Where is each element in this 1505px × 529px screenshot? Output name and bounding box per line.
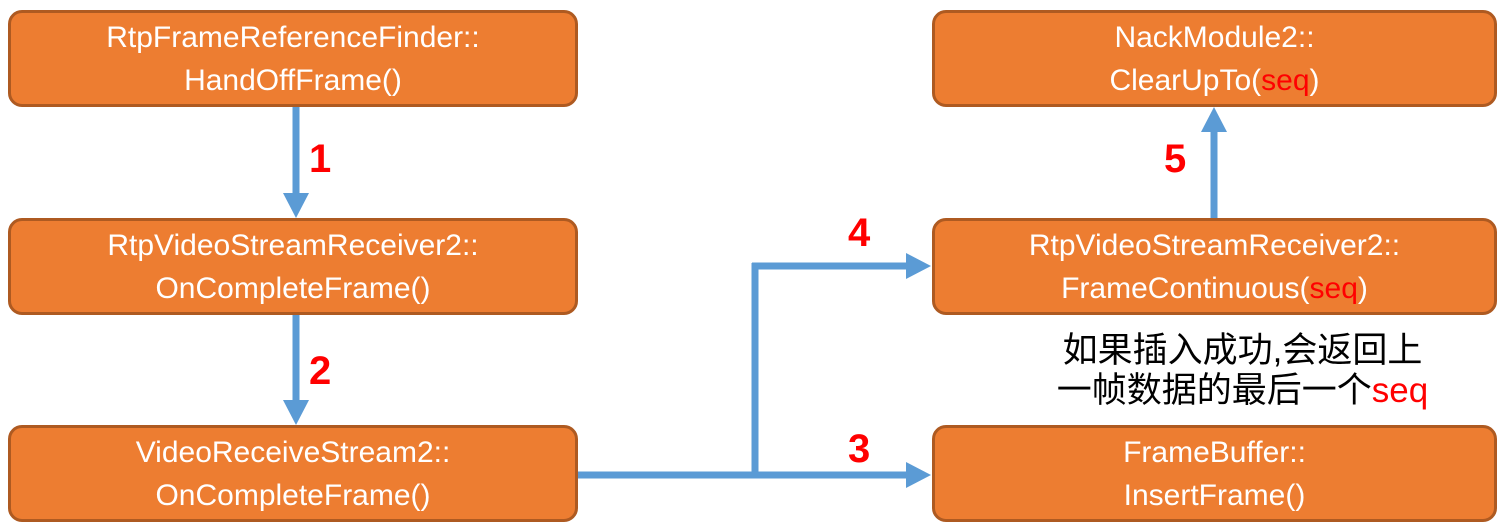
box-line2: ClearUpTo(seq) [1109,63,1320,97]
box-videoreceivestream2-oncompleteframe: VideoReceiveStream2:: OnCompleteFrame() [8,425,578,522]
note-line2: 一帧数据的最后一个seq [1056,371,1429,410]
box-line2: OnCompleteFrame() [155,478,431,512]
arrow-1 [283,107,309,218]
box-framebuffer-insertframe: FrameBuffer:: InsertFrame() [932,425,1497,522]
box-rtpvideostreamreceiver2-framecontinuous: RtpVideoStreamReceiver2:: FrameContinuou… [932,218,1497,315]
note-line1: 如果插入成功,会返回上 [1062,331,1423,370]
arrow-4 [751,253,931,478]
arrow-5 [1201,107,1227,218]
box-rtpframereferencefinder-handoffframe: RtpFrameReferenceFinder:: HandOffFrame() [8,10,578,107]
box-line1: RtpVideoStreamReceiver2:: [107,228,479,262]
arrow-label-2: 2 [309,349,332,393]
arrow-label-3: 3 [848,427,871,471]
arrow-label-4: 4 [848,211,871,255]
arrow-label-5: 5 [1164,137,1187,181]
box-nackmodule2-clearupto: NackModule2:: ClearUpTo(seq) [932,10,1497,107]
param-seq: seq [1309,271,1358,305]
arrow-2 [283,315,309,425]
param-seq: seq [1261,63,1310,97]
box-line2: HandOffFrame() [184,63,402,97]
box-line2: OnCompleteFrame() [155,271,431,305]
box-line1: RtpFrameReferenceFinder:: [106,20,480,54]
box-line1: NackModule2:: [1114,20,1315,54]
arrow-3 [578,462,931,488]
box-line2: InsertFrame() [1123,478,1306,512]
box-rtpvideostreamreceiver2-oncompleteframe: RtpVideoStreamReceiver2:: OnCompleteFram… [8,218,578,315]
note-annotation: 如果插入成功,会返回上 一帧数据的最后一个seq [990,331,1495,411]
box-line1: FrameBuffer:: [1123,435,1306,469]
box-line2: FrameContinuous(seq) [1061,271,1368,305]
box-line1: VideoReceiveStream2:: [135,435,451,469]
box-line1: RtpVideoStreamReceiver2:: [1028,228,1401,262]
note-highlight-seq: seq [1371,371,1429,410]
arrow-label-1: 1 [309,137,332,181]
